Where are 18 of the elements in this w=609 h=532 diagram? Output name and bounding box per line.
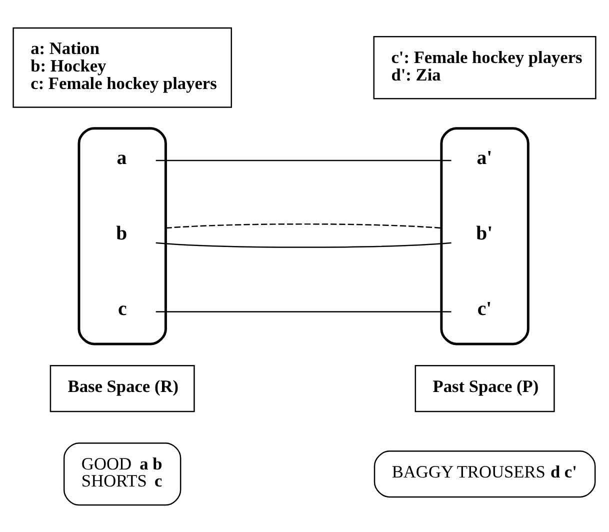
connector	[166, 222, 442, 228]
node-text: c	[118, 298, 127, 320]
connector	[156, 159, 452, 161]
node-box: BAGGY TROUSERS d c'	[374, 450, 596, 498]
connector	[156, 310, 452, 312]
node-box: c': Female hockey players d': Zia	[373, 36, 596, 99]
node-box: Base Space (R)	[50, 364, 195, 412]
node-text: c'	[477, 298, 492, 320]
node-text: a	[116, 146, 127, 169]
connector	[156, 242, 452, 248]
node-text: b	[116, 222, 128, 244]
cluster	[78, 126, 167, 345]
node-text: a'	[476, 146, 492, 169]
node-box: a: Nation b: Hockey c: Female hockey players	[12, 26, 232, 108]
cluster	[440, 126, 530, 345]
node-box: Past Space (P)	[414, 364, 555, 412]
node-box: GOOD a b SHORTS c	[63, 442, 182, 506]
node-text: b'	[476, 222, 493, 244]
